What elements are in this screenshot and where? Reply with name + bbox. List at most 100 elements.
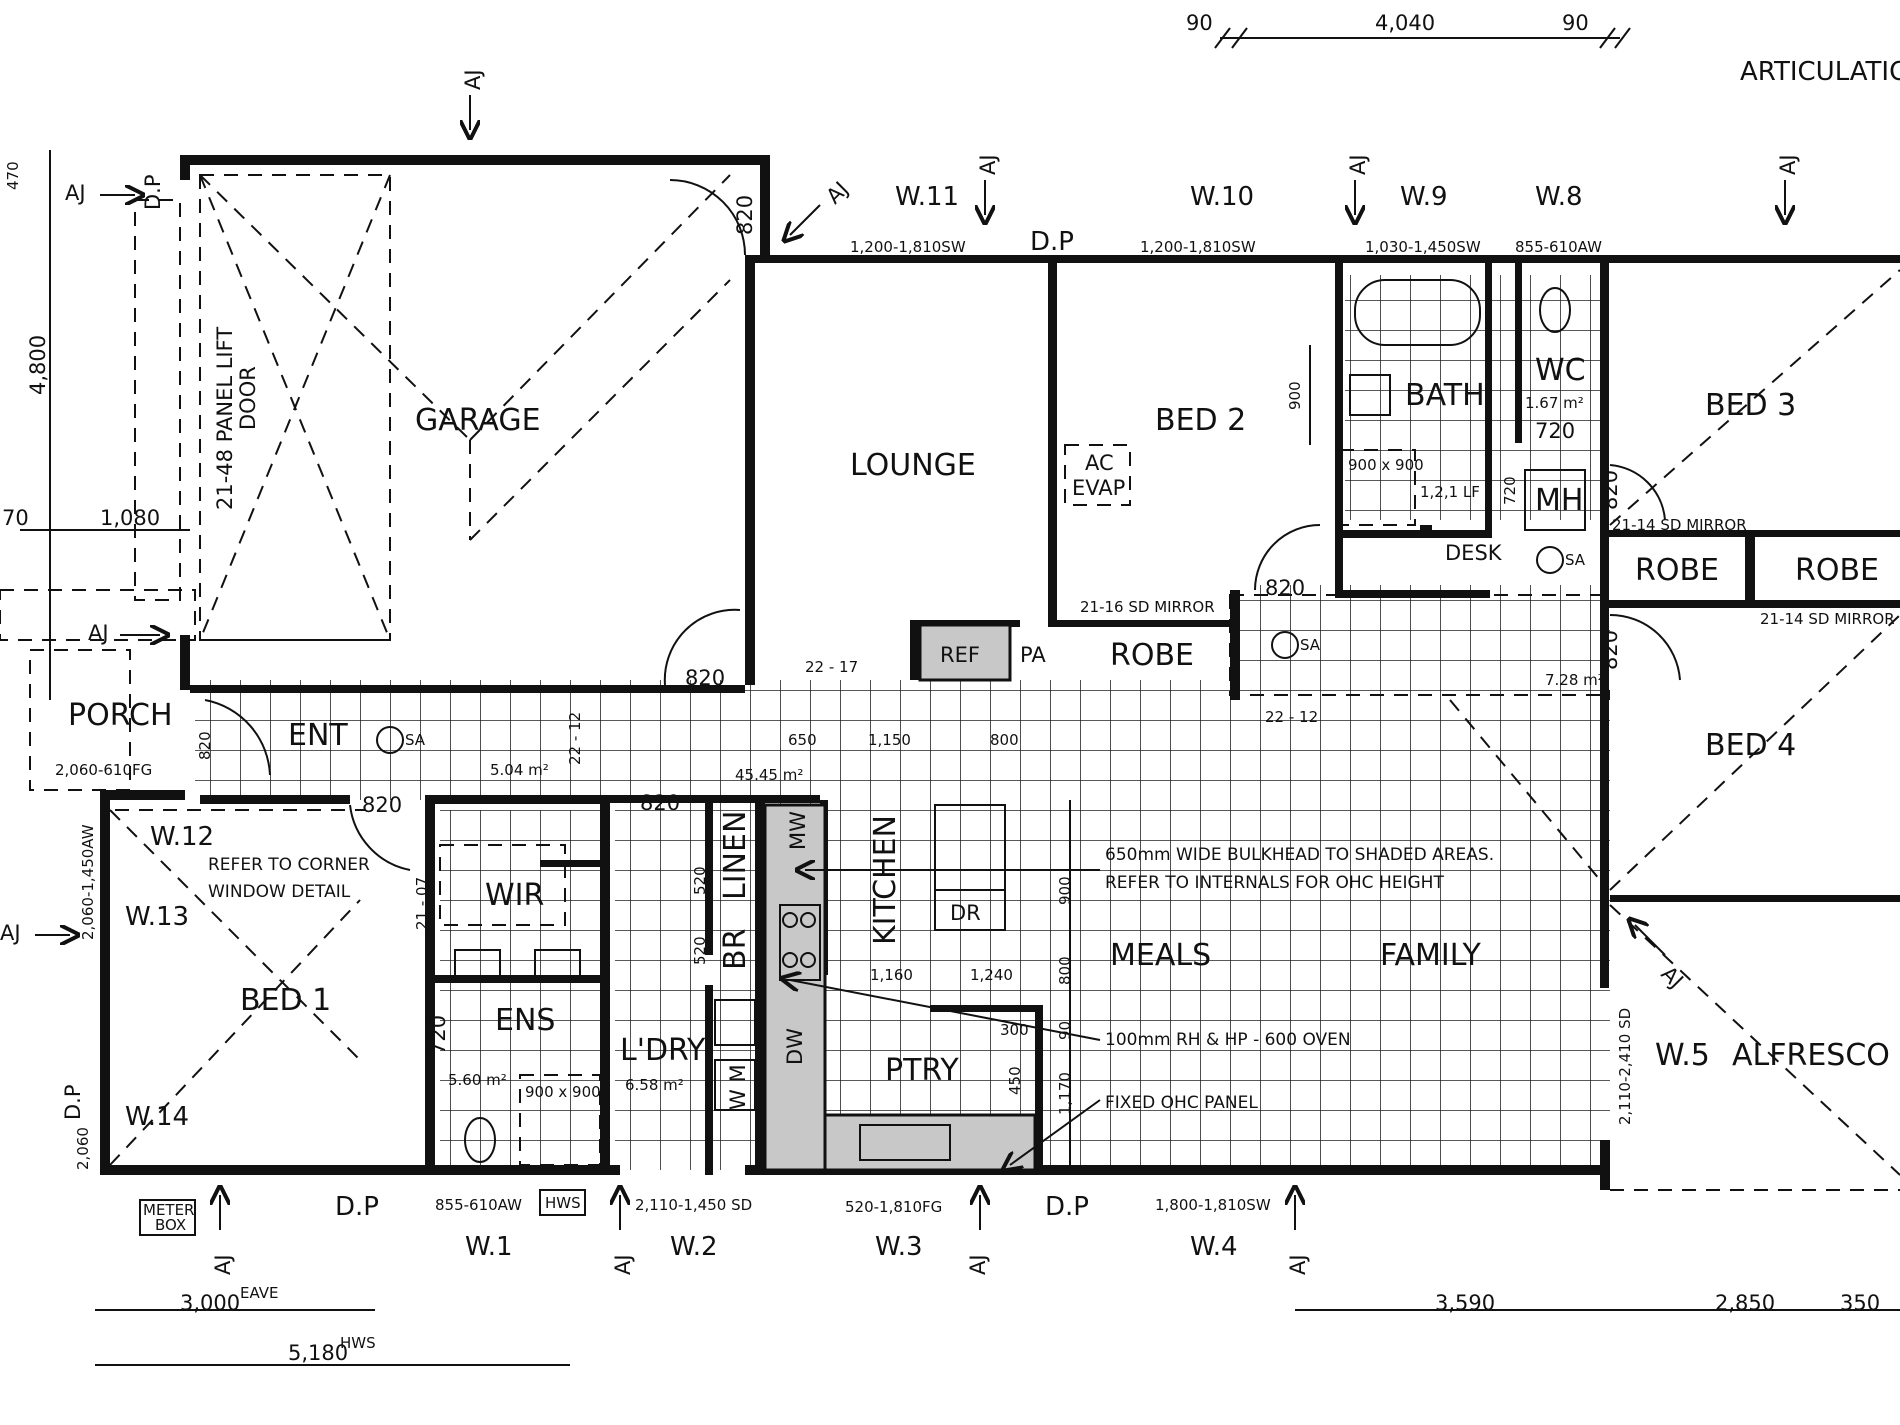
downpipe-bottom-2: D.P — [1045, 1192, 1089, 1222]
hall-area: 7.28 m² — [1545, 671, 1604, 689]
refer-note-2: WINDOW DETAIL — [208, 882, 351, 902]
window-w1: W.1 — [465, 1232, 513, 1262]
garage: GARAGE 21-48 PANEL LIFT DOOR 820 — [199, 174, 757, 641]
window-size-w11: 1,200-1,810SW — [850, 238, 966, 256]
room-label-br: BR — [718, 929, 753, 970]
door-width-bed1: 820 — [362, 793, 402, 817]
ent-area: 5.04 m² — [490, 761, 549, 779]
dim-800: 800 — [990, 731, 1019, 749]
gap-2107: 21 - 07 — [413, 877, 431, 930]
room-label-porch: PORCH — [68, 698, 173, 733]
room-label-ens: ENS — [495, 1003, 555, 1038]
dim-v-90: 90 — [1056, 1021, 1074, 1040]
dim-3000: 3,000 — [180, 1291, 240, 1315]
room-label-lounge: LOUNGE — [850, 448, 976, 483]
dim-650: 650 — [788, 731, 817, 749]
room-label-wc: WC — [1535, 353, 1586, 388]
window-w14: W.14 — [125, 1102, 189, 1132]
wm-label: W M — [726, 1064, 750, 1110]
dim-1150: 1,150 — [868, 731, 911, 749]
ac-label: AC — [1085, 451, 1114, 475]
door-width-bed3: 820 — [1598, 470, 1622, 510]
tiled-floor — [195, 275, 1610, 1170]
room-label-garage: GARAGE — [415, 403, 541, 438]
window-size-w14: 2,060 — [74, 1127, 92, 1170]
aj-marker-3: AJ — [1346, 154, 1370, 175]
dim-eave: EAVE — [240, 1284, 279, 1302]
room-label-bath: BATH — [1405, 378, 1485, 413]
window-size-w13: 2,060-1,450AW — [79, 824, 97, 940]
dim-top-right: 90 — [1562, 11, 1589, 35]
dim-70: 70 — [2, 506, 29, 530]
window-w2: W.2 — [670, 1232, 718, 1262]
room-label-robe3a: ROBE — [1635, 553, 1719, 588]
lounge: LOUNGE 820 22 - 17 W.11 1,200-1,810SW D.… — [663, 182, 1074, 690]
room-label-wir: WIR — [485, 878, 544, 913]
sa-1: SA — [1300, 636, 1321, 654]
downpipe-left-2: D.P — [61, 1084, 85, 1120]
room-label-bed2: BED 2 — [1155, 403, 1246, 438]
bed-3: BED 3 21-14 SD MIRROR ROBE ROBE 21-14 SD… — [1598, 269, 1900, 628]
mirror-bed2: 21-16 SD MIRROR — [1080, 598, 1215, 616]
room-label-robe3b: ROBE — [1795, 553, 1879, 588]
dim-4800: 4,800 — [26, 335, 50, 395]
room-label-kitchen: KITCHEN — [868, 815, 903, 945]
dim-520b: 520 — [691, 936, 709, 965]
window-w4: W.4 — [1190, 1232, 1238, 1262]
mw-label: MW — [786, 811, 810, 850]
door-width-garage: 820 — [733, 195, 757, 235]
window-size-porch: 2,060-610FG — [55, 761, 152, 779]
aj-marker-1: AJ — [461, 69, 485, 90]
door-width-bed4: 820 — [1598, 630, 1622, 670]
pa-label: PA — [1020, 643, 1046, 667]
room-label-linen: LINEN — [718, 811, 753, 900]
mh-label: MH — [1535, 483, 1583, 518]
dim-900-bed2: 900 — [1286, 381, 1304, 410]
window-size-w4: 1,800-1,810SW — [1155, 1196, 1271, 1214]
refer-note-1: REFER TO CORNER — [208, 855, 370, 875]
mirror-bed4: 21-14 SD MIRROR — [1760, 610, 1895, 628]
room-label-ent: ENT — [288, 718, 348, 753]
window-w9: W.9 — [1400, 182, 1448, 212]
dim-2850: 2,850 — [1715, 1291, 1775, 1315]
downpipe-top: D.P — [1030, 227, 1074, 257]
garage-door-label-2: DOOR — [236, 366, 260, 430]
ohc-note: FIXED OHC PANEL — [1105, 1093, 1258, 1113]
room-label-ptry: PTRY — [885, 1053, 959, 1088]
window-w5: W.5 — [1655, 1038, 1710, 1073]
window-w8: W.8 — [1535, 182, 1583, 212]
dim-1080: 1,080 — [100, 506, 160, 530]
room-label-family: FAMILY — [1380, 938, 1481, 973]
aj-marker-9: AJ — [611, 1254, 635, 1275]
window-size-w10: 1,200-1,810SW — [1140, 238, 1256, 256]
aj-marker-8: AJ — [211, 1254, 235, 1275]
window-w12: W.12 — [150, 822, 214, 852]
room-label-bed3: BED 3 — [1705, 388, 1796, 423]
ens-shower-size: 900 x 900 — [525, 1083, 601, 1101]
dr-label: DR — [950, 901, 981, 925]
dim-350: 350 — [1840, 1291, 1880, 1315]
kitchen: KITCHEN MW DW DR PTRY 650 1,150 800 1,16… — [780, 731, 1101, 1165]
sa-2: SA — [1565, 551, 1586, 569]
meter-box-label-2: BOX — [155, 1216, 186, 1234]
room-label-bed4: BED 4 — [1705, 728, 1796, 763]
room-label-ldry: L'DRY — [620, 1033, 706, 1068]
ref-label: REF — [940, 643, 980, 667]
dim-1240: 1,240 — [970, 966, 1013, 984]
gap-2217: 22 - 17 — [805, 658, 858, 676]
window-w11: W.11 — [895, 182, 959, 212]
aj-marker-10: AJ — [966, 1254, 990, 1275]
dim-470: 470 — [4, 161, 22, 190]
dim-v-900: 900 — [1056, 876, 1074, 905]
lf-label: 1,2,1 LF — [1420, 483, 1480, 501]
downpipe-bottom-1: D.P — [335, 1192, 379, 1222]
wc-dim-720: 720 — [1535, 419, 1575, 443]
bed-2: BED 2 AC EVAP W.10 1,200-1,810SW 900 ROB… — [940, 182, 1311, 673]
desk-label: DESK — [1445, 541, 1503, 565]
entry: ENT 5.04 m² 45.45 m² SA 820 22 - 12 PORC… — [0, 589, 803, 791]
door-width-hall: 820 — [1265, 576, 1305, 600]
ensuite: ENS 5.60 m² 720 900 x 900 — [426, 949, 601, 1166]
garage-door-label: 21-48 PANEL LIFT — [213, 327, 237, 510]
gap-2212a: 22 - 12 — [1265, 708, 1318, 726]
